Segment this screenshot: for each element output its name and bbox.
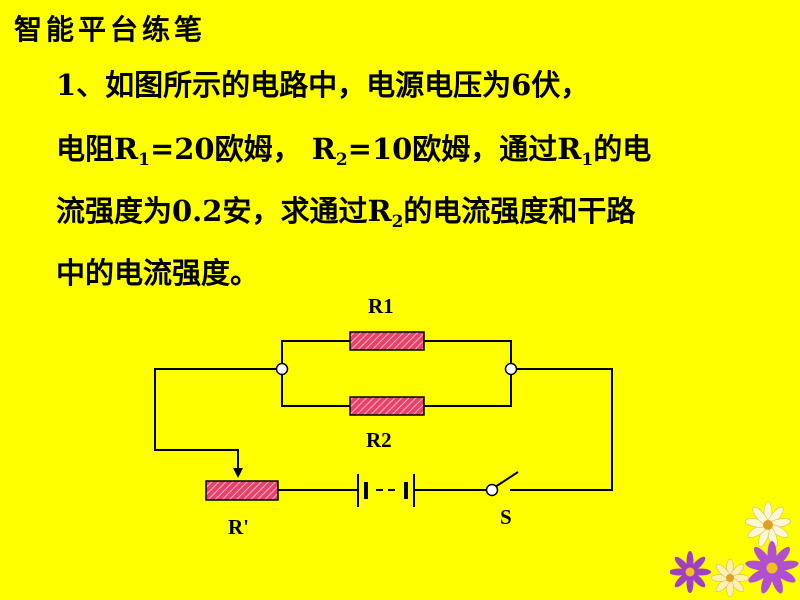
flower-cream-icon	[710, 558, 750, 598]
right-junction	[504, 362, 518, 376]
subscript-1: 1	[138, 150, 150, 170]
problem-line-2-part-c: =10欧姆，通过R	[347, 132, 582, 166]
problem-line-2-part-a: 电阻R	[56, 132, 139, 166]
rheostat	[205, 480, 279, 501]
left-junction	[275, 362, 289, 376]
rheostat-label: R'	[228, 515, 249, 539]
slider-arrow	[233, 468, 243, 478]
r2-label: R2	[366, 428, 392, 452]
r1-label: R1	[368, 294, 394, 318]
problem-line-3-part-a: 流强度为0.2安，求通过R	[56, 194, 392, 228]
resistor-r2	[349, 396, 425, 416]
flower-purple-right-icon	[745, 541, 799, 594]
flower-purple-left-icon	[670, 551, 711, 593]
switch-contact	[485, 483, 499, 497]
section-heading: 智能平台练笔	[14, 13, 207, 46]
flower-decoration	[670, 501, 799, 598]
resistor-r1	[349, 331, 425, 351]
switch-label: S	[500, 505, 512, 529]
subscript-3: 1	[581, 150, 594, 170]
problem-line-2-part-b: =20欧姆， R	[149, 132, 336, 166]
subscript-2: 2	[335, 150, 348, 170]
problem-line-2-part-d: 的电	[593, 132, 652, 166]
problem-line-3: 流强度为0.2安，求通过R2的电流强度和干路	[56, 188, 635, 232]
problem-line-3-part-b: 的电流强度和干路	[403, 194, 636, 228]
problem-line-4: 中的电流强度。	[56, 256, 260, 290]
problem-line-2: 电阻R1=20欧姆， R2=10欧姆，通过R1的电	[56, 126, 651, 170]
flower-white-icon	[745, 501, 791, 547]
subscript-r2: 2	[391, 212, 404, 232]
problem-line-1: 1、如图所示的电路中，电源电压为6伏，	[56, 68, 590, 102]
